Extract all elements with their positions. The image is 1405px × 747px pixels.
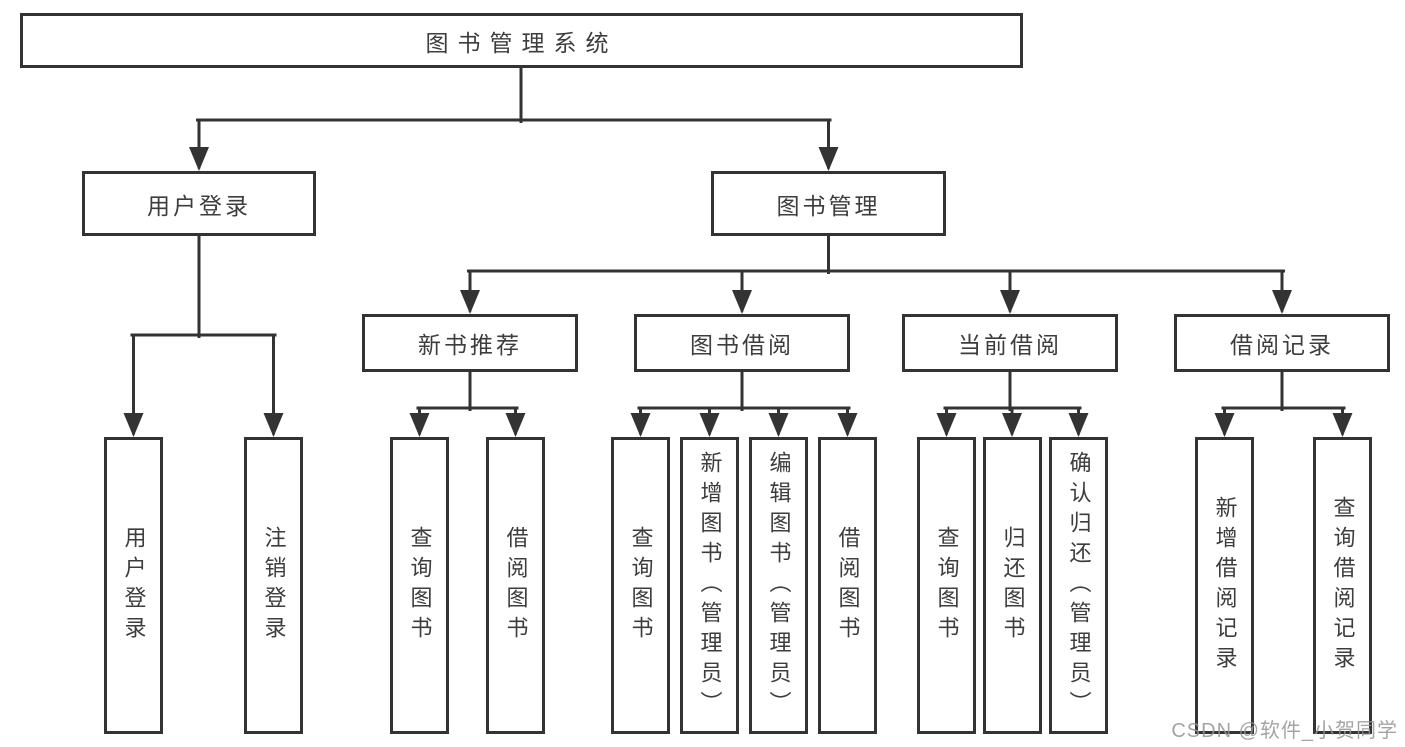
leaf-logout: 注销登录 bbox=[244, 437, 303, 734]
node-borrow-records-label: 借阅记录 bbox=[1230, 332, 1334, 358]
node-book-mgmt: 图书管理 bbox=[711, 171, 946, 236]
leaf-bb-add-book-label: 新增图书（管理员） bbox=[697, 450, 723, 721]
node-current-borrow-label: 当前借阅 bbox=[958, 332, 1062, 358]
leaf-bb-edit-book: 编辑图书（管理员） bbox=[749, 437, 808, 734]
leaf-bb-add-book: 新增图书（管理员） bbox=[680, 437, 739, 734]
leaf-cb-query-book: 查询图书 bbox=[917, 437, 976, 734]
leaf-user-login-label: 用户登录 bbox=[121, 525, 147, 646]
leaf-cb-confirm-return-label: 确认归还（管理员） bbox=[1066, 450, 1092, 721]
connector-book-borrow-children bbox=[630, 370, 858, 437]
leaf-rec-borrow-book: 借阅图书 bbox=[486, 437, 545, 734]
node-user-login: 用户登录 bbox=[82, 171, 316, 236]
leaf-bb-query-book: 查询图书 bbox=[611, 437, 670, 734]
node-current-borrow: 当前借阅 bbox=[902, 314, 1118, 372]
connector-book-mgmt-children bbox=[460, 234, 1292, 314]
node-book-borrow: 图书借阅 bbox=[634, 314, 850, 372]
leaf-rec-query-book: 查询图书 bbox=[390, 437, 449, 734]
node-user-login-label: 用户登录 bbox=[147, 192, 251, 219]
leaf-cb-return-book: 归还图书 bbox=[983, 437, 1042, 734]
leaf-user-login: 用户登录 bbox=[104, 437, 163, 734]
connector-new-book-rec-children bbox=[409, 370, 526, 437]
leaf-cb-return-book-label: 归还图书 bbox=[1000, 525, 1026, 646]
node-new-book-rec: 新书推荐 bbox=[362, 314, 578, 372]
leaf-br-query-record-label: 查询借阅记录 bbox=[1330, 495, 1356, 676]
node-book-borrow-label: 图书借阅 bbox=[690, 332, 794, 358]
leaf-br-query-record: 查询借阅记录 bbox=[1313, 437, 1372, 734]
leaf-bb-borrow-book-label: 借阅图书 bbox=[835, 525, 861, 646]
leaf-bb-borrow-book: 借阅图书 bbox=[818, 437, 877, 734]
leaf-br-add-record-label: 新增借阅记录 bbox=[1212, 495, 1238, 676]
node-root-label: 图书管理系统 bbox=[425, 29, 618, 56]
connector-root-to-level2 bbox=[189, 66, 839, 171]
leaf-logout-label: 注销登录 bbox=[261, 525, 287, 646]
leaf-bb-edit-book-label: 编辑图书（管理员） bbox=[766, 450, 792, 721]
csdn-watermark: CSDN @软件_小贺同学 bbox=[1171, 720, 1398, 742]
node-root: 图书管理系统 bbox=[20, 13, 1023, 68]
leaf-bb-query-book-label: 查询图书 bbox=[628, 525, 654, 646]
connector-current-borrow-children bbox=[936, 370, 1089, 437]
leaf-cb-query-book-label: 查询图书 bbox=[934, 525, 960, 646]
connector-borrow-records-children bbox=[1214, 370, 1353, 437]
node-borrow-records: 借阅记录 bbox=[1174, 314, 1390, 372]
leaf-rec-query-book-label: 查询图书 bbox=[407, 525, 433, 646]
node-book-mgmt-label: 图书管理 bbox=[776, 192, 881, 219]
leaf-br-add-record: 新增借阅记录 bbox=[1195, 437, 1254, 734]
connector-user-login-children bbox=[123, 234, 284, 437]
leaf-rec-borrow-book-label: 借阅图书 bbox=[503, 525, 529, 646]
node-new-book-rec-label: 新书推荐 bbox=[418, 332, 522, 358]
leaf-cb-confirm-return: 确认归还（管理员） bbox=[1049, 437, 1108, 734]
